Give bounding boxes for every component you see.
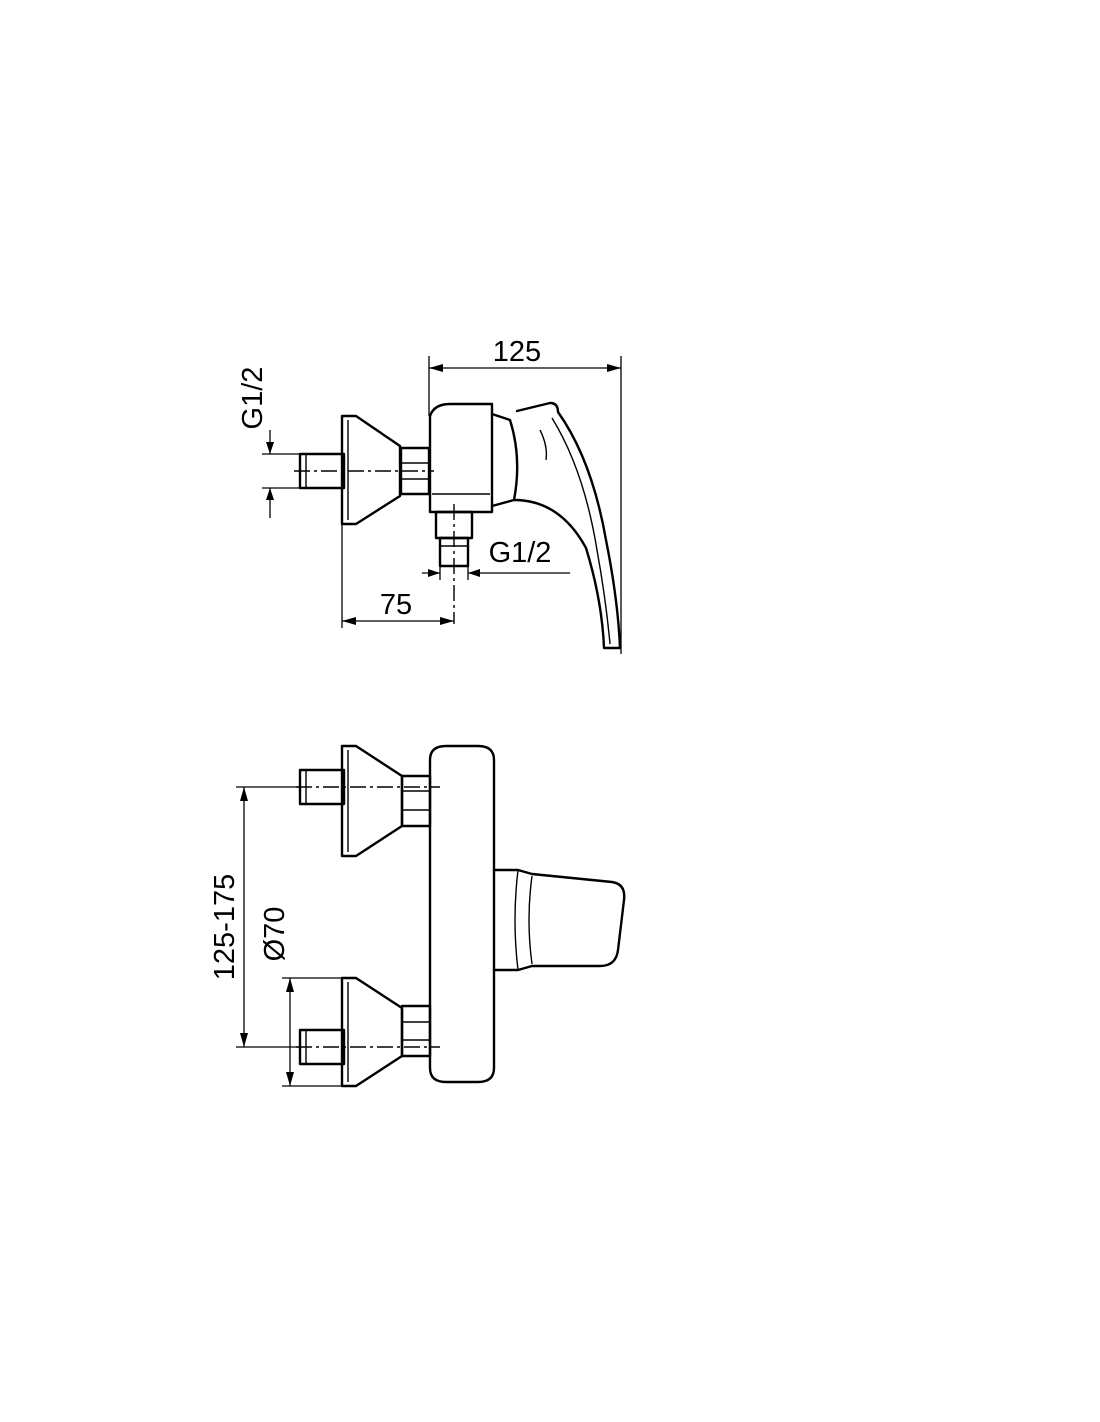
- outlet-thread-label: G1/2: [489, 537, 552, 569]
- front-lever-knob: [492, 868, 626, 972]
- spacing-label: 125-175: [209, 874, 241, 980]
- dimension-spacing: 125-175: [209, 786, 300, 1048]
- lower-flange: [340, 976, 404, 1088]
- inlet-thread-label: G1/2: [237, 367, 269, 430]
- lever-handle: [512, 401, 622, 650]
- upper-hex-nut: [400, 774, 432, 828]
- dimension-inlet-thread: G1/2: [237, 367, 300, 518]
- flange-diameter-label: Ø70: [259, 907, 291, 962]
- front-view: 125-175 Ø70: [209, 744, 626, 1088]
- mixer-body: [428, 744, 496, 1084]
- dimension-outlet-offset: 75: [341, 524, 454, 628]
- lower-hex-nut: [400, 1004, 432, 1058]
- valve-body: [428, 402, 519, 514]
- dimension-flange-diameter: Ø70: [259, 907, 342, 1087]
- dimension-outlet-thread: G1/2: [422, 537, 570, 580]
- upper-flange: [340, 744, 404, 858]
- side-view: 125 G1/2 G1/2 75: [237, 336, 622, 654]
- width-label: 125: [493, 336, 541, 368]
- wall-flange: [340, 414, 402, 526]
- dimension-width: 125: [428, 336, 622, 654]
- outlet-offset-label: 75: [380, 589, 412, 621]
